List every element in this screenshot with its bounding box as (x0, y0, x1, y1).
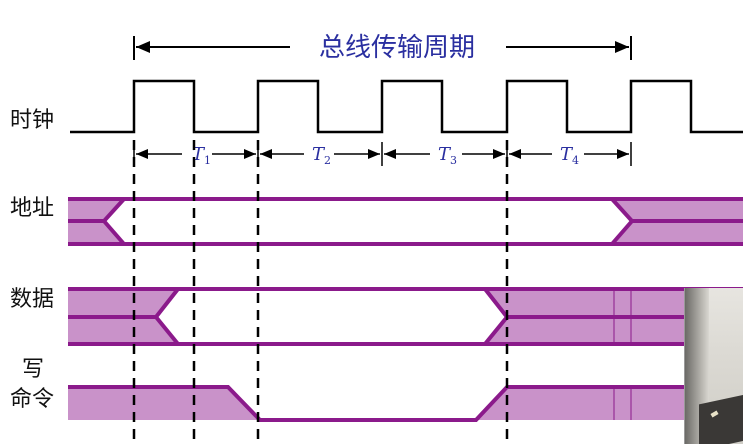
t2-arrowhead-left (260, 149, 272, 159)
t3-arrowhead-right (493, 149, 505, 159)
t1-arrowhead-left (136, 149, 148, 159)
period-label-t2: T2 (312, 144, 331, 167)
address-label: 地址 (10, 196, 55, 221)
write-label: 写 (22, 357, 45, 382)
write-cmd-waveform (68, 385, 743, 422)
t1-arrowhead-right (244, 149, 256, 159)
cycle-arrow-left-head (136, 41, 150, 53)
clock-waveform (70, 79, 743, 134)
cycle-arrow-right-head (615, 41, 629, 53)
t3-arrowhead-left (384, 149, 396, 159)
write-command (68, 385, 743, 422)
write-cmd-high-region-right (476, 387, 743, 420)
write-cmd-high-region-left (68, 387, 228, 420)
camera-inset (684, 288, 743, 444)
clock-label: 时钟 (10, 108, 55, 133)
t4-arrowhead-right (617, 149, 629, 159)
period-label-t3: T3 (438, 144, 457, 167)
data-bus (68, 287, 743, 346)
address-bus (68, 197, 743, 246)
period-label-t4: T4 (560, 144, 579, 167)
command-label: 命令 (10, 387, 55, 412)
period-markers: T1 T2 T3 T4 (133, 142, 632, 167)
t4-arrowhead-left (509, 149, 521, 159)
bus-cycle-title: 总线传输周期 (319, 33, 475, 63)
bus-cycle-span: 总线传输周期 (133, 33, 632, 63)
t2-arrowhead-right (368, 149, 380, 159)
address-bus-outline (68, 197, 743, 246)
data-label: 数据 (10, 287, 55, 312)
period-label-t1: T1 (192, 144, 211, 167)
